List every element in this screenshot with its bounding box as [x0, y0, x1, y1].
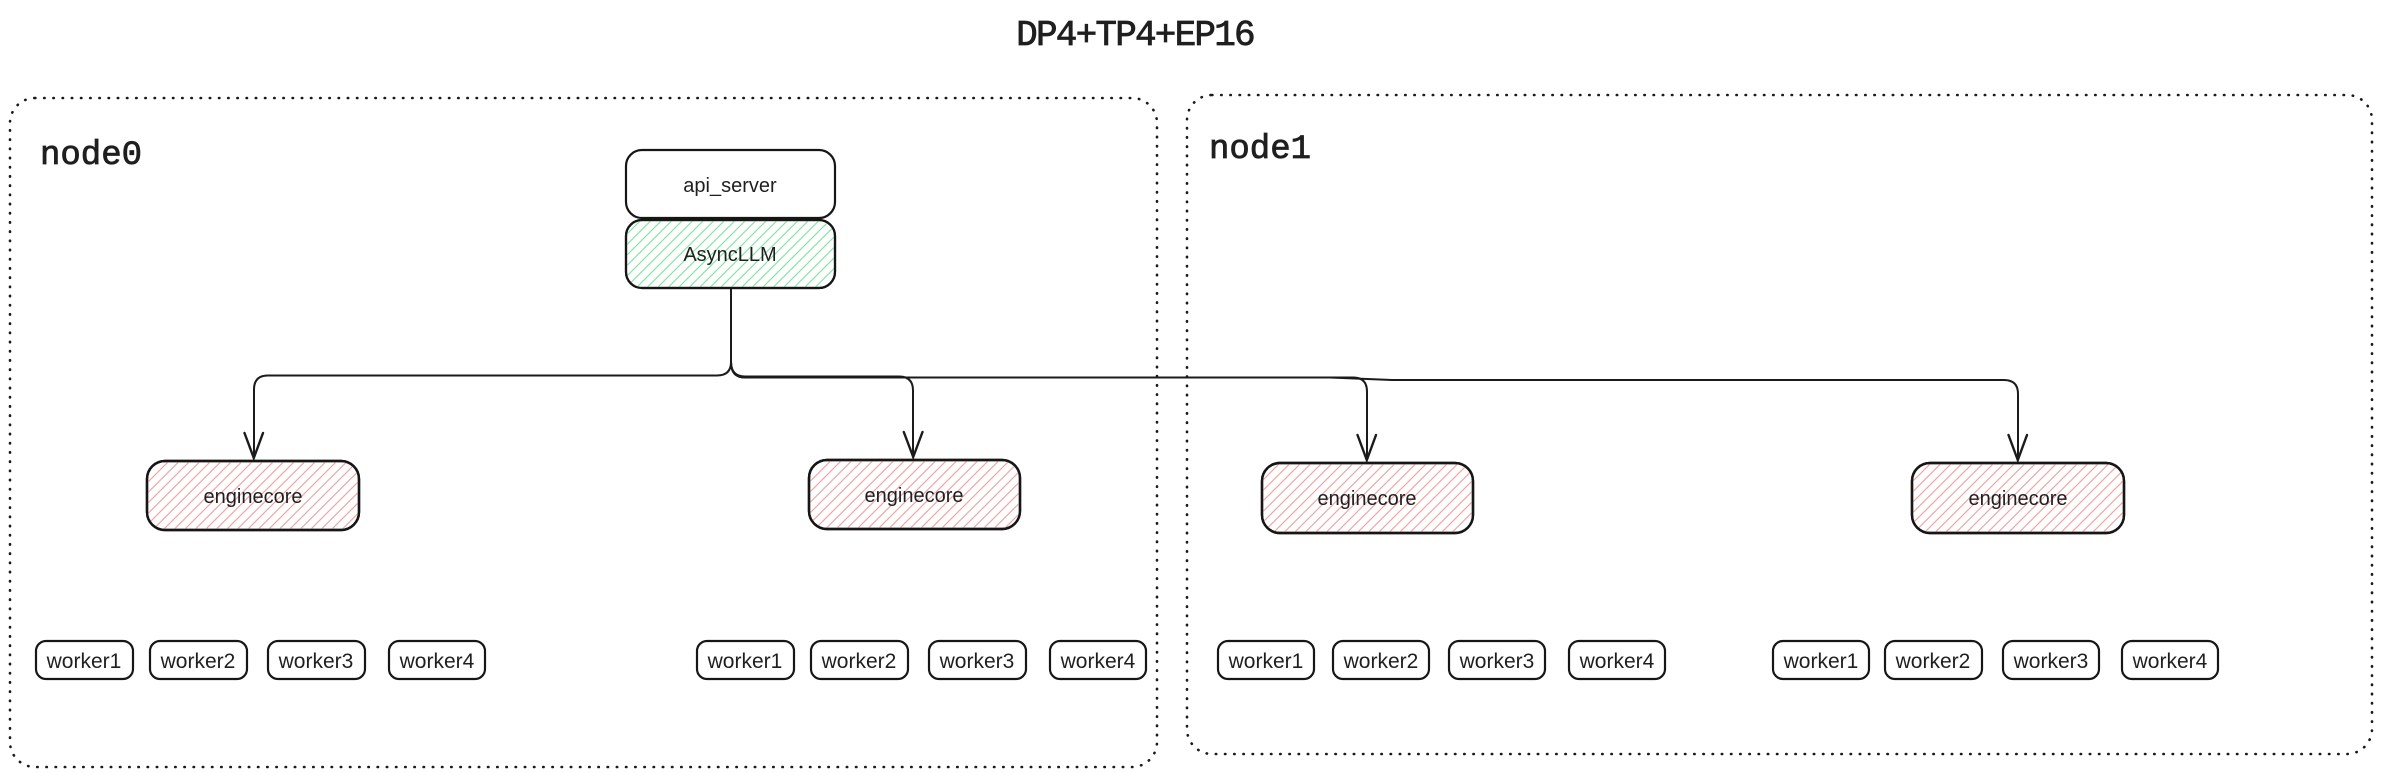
- svg-text:enginecore: enginecore: [204, 486, 303, 508]
- svg-text:worker4: worker4: [2132, 650, 2208, 673]
- svg-text:worker2: worker2: [1343, 650, 1419, 673]
- svg-text:DP4+TP4+EP16: DP4+TP4+EP16: [1016, 15, 1254, 56]
- svg-text:worker4: worker4: [1579, 650, 1655, 673]
- svg-text:api_server: api_server: [683, 175, 777, 197]
- svg-text:enginecore: enginecore: [1969, 488, 2068, 510]
- svg-text:worker1: worker1: [1228, 650, 1304, 673]
- svg-text:worker4: worker4: [399, 650, 475, 673]
- svg-text:worker1: worker1: [1783, 650, 1859, 673]
- svg-text:enginecore: enginecore: [865, 485, 964, 507]
- svg-text:enginecore: enginecore: [1318, 488, 1417, 510]
- svg-text:worker2: worker2: [160, 650, 236, 673]
- svg-text:worker3: worker3: [2013, 650, 2089, 673]
- svg-text:AsyncLLM: AsyncLLM: [683, 244, 776, 266]
- svg-text:worker3: worker3: [939, 650, 1015, 673]
- svg-text:worker2: worker2: [821, 650, 897, 673]
- svg-text:worker3: worker3: [1459, 650, 1535, 673]
- svg-text:node1: node1: [1209, 131, 1311, 169]
- svg-text:node0: node0: [40, 137, 142, 175]
- svg-text:worker1: worker1: [707, 650, 783, 673]
- svg-text:worker2: worker2: [1895, 650, 1971, 673]
- svg-text:worker1: worker1: [46, 650, 122, 673]
- svg-text:worker4: worker4: [1060, 650, 1136, 673]
- svg-text:worker3: worker3: [278, 650, 354, 673]
